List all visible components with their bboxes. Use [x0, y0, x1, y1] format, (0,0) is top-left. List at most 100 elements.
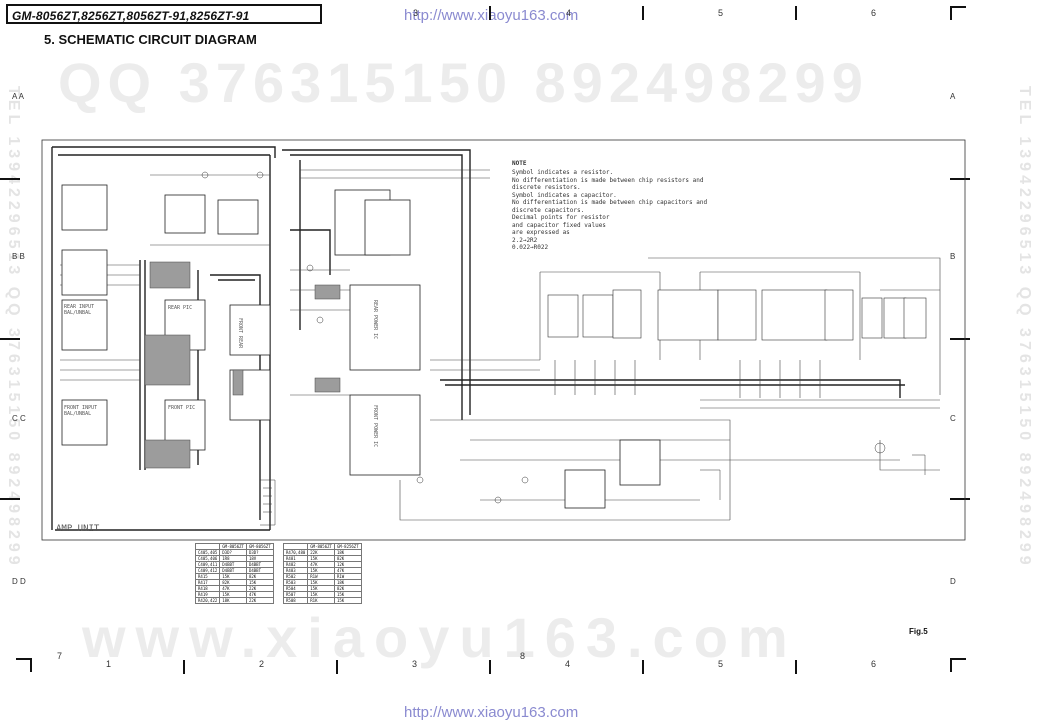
note-line: are expressed as — [512, 229, 570, 236]
border-tick — [950, 178, 970, 180]
table-cell: C405,406 — [194, 555, 221, 562]
watermark-right: TEL 13942296513 QQ 376315150 892498299 — [1016, 86, 1033, 569]
table-cell: R420,422 — [194, 597, 221, 604]
col-num-top: 3 — [413, 8, 419, 18]
table-cell: R508 — [282, 597, 309, 604]
ic-block — [217, 199, 259, 235]
table-cell: 15K — [333, 597, 362, 604]
row-letter-left: C C — [12, 414, 26, 423]
table-cell: 18K — [219, 597, 247, 604]
note-line: 0.022→R022 — [512, 244, 549, 251]
section-title: 5. SCHEMATIC CIRCUIT DIAGRAM — [44, 32, 257, 47]
table-cell: C409,412 — [194, 567, 221, 574]
col-num-bottom: 3 — [412, 659, 418, 669]
note-heading: NOTE — [512, 160, 527, 167]
note-line: discrete capacitors. — [512, 206, 585, 214]
watermark-bottom: www.xiaoyu163.com — [82, 606, 798, 669]
border-tick — [795, 660, 797, 674]
row-letter-left: A A — [12, 92, 25, 101]
col-num-bottom: 1 — [106, 659, 112, 669]
table-cell: R470,480 — [282, 549, 309, 556]
table-cell: C409,411 — [194, 561, 221, 568]
row-letter-left: B B — [12, 252, 25, 261]
note-line: Symbol indicates a capacitor. — [512, 191, 617, 199]
note-line: Decimal points for resistor — [512, 214, 610, 221]
border-tick — [489, 6, 491, 20]
border-tick — [30, 658, 32, 672]
note-line: No differentiation is made between chip … — [512, 199, 708, 206]
watermark-top: QQ 376315150 892498299 — [58, 51, 869, 114]
table-cell: C405,405 — [194, 549, 221, 556]
note-body: Symbol indicates a resistor. No differen… — [512, 169, 707, 252]
ic-block — [61, 249, 108, 296]
col-num-top: 5 — [718, 8, 724, 18]
col-num-bottom: 2 — [259, 659, 265, 669]
table-cell: 22K — [245, 597, 274, 604]
border-tick — [795, 6, 797, 20]
ic-block — [229, 304, 271, 356]
ic-block — [364, 199, 411, 256]
url-bottom[interactable]: http://www.xiaoyu163.com — [404, 704, 579, 721]
front-input-label: FRONT INPUT BAL/UNBAL — [64, 405, 98, 417]
ic-block — [564, 469, 606, 509]
rear-input-label: REAR INPUT BAL/UNBAL — [64, 304, 95, 316]
ic-block — [619, 439, 661, 486]
page-marker-left: 7 — [57, 651, 63, 661]
rear-pic-label: REAR PIC — [168, 305, 193, 311]
border-tick — [950, 658, 966, 660]
border-tick — [642, 6, 644, 20]
border-tick — [0, 498, 20, 500]
row-letter-right: B — [950, 252, 956, 261]
note-line: discrete resistors. — [512, 184, 581, 191]
border-tick — [950, 658, 952, 672]
ic-block — [61, 299, 108, 351]
front-rear-label: FRONT REAR — [237, 318, 243, 349]
shaded-switch-blocks — [144, 261, 341, 469]
schematic-frame — [41, 139, 966, 541]
table-cell: R1K — [307, 597, 335, 604]
table-cell: GM-8056ZT — [245, 543, 274, 550]
border-tick — [950, 498, 970, 500]
col-num-bottom: 5 — [718, 659, 724, 669]
front-pic-label: FRONT PIC — [168, 405, 196, 411]
figure-number: Fig.5 — [909, 627, 928, 636]
col-num-top: 4 — [566, 8, 572, 18]
ic-block — [61, 399, 108, 446]
border-tick — [950, 6, 966, 8]
border-tick — [950, 6, 952, 20]
border-tick — [0, 338, 20, 340]
row-letter-right: A — [950, 92, 956, 101]
rear-power-ic-label: REAR POWER IC — [372, 300, 378, 340]
ic-block — [164, 194, 206, 234]
url-top[interactable]: http://www.xiaoyu163.com — [404, 7, 579, 24]
border-tick — [183, 660, 185, 674]
ic-block — [61, 184, 108, 231]
model-title: GM-8056ZT,8256ZT,8056ZT-91,8256ZT-91 — [6, 4, 322, 24]
amp-unit-label: AMP UNIT — [56, 524, 100, 534]
front-power-ic-label: FRONT POWER IC — [372, 405, 378, 448]
border-tick — [642, 660, 644, 674]
row-letter-right: C — [950, 414, 956, 423]
border-tick — [489, 660, 491, 674]
ic-block — [349, 394, 421, 476]
note-line: and capacitor fixed values — [512, 221, 606, 229]
border-tick — [0, 178, 20, 180]
connector-blocks — [547, 289, 927, 341]
col-num-bottom: 6 — [871, 659, 877, 669]
border-tick — [16, 658, 32, 660]
ic-blocks — [61, 184, 661, 509]
row-letter-right: D — [950, 577, 956, 586]
table-cell: GM-8256ZT — [333, 543, 362, 550]
watermark-left: TEL 13942296513 QQ 376315150 892498299 — [5, 86, 22, 569]
ic-block — [349, 284, 421, 371]
component-marks — [201, 171, 926, 526]
thin-wiring — [60, 169, 941, 521]
note-line: Symbol indicates a resistor. — [512, 169, 614, 176]
border-tick — [336, 660, 338, 674]
